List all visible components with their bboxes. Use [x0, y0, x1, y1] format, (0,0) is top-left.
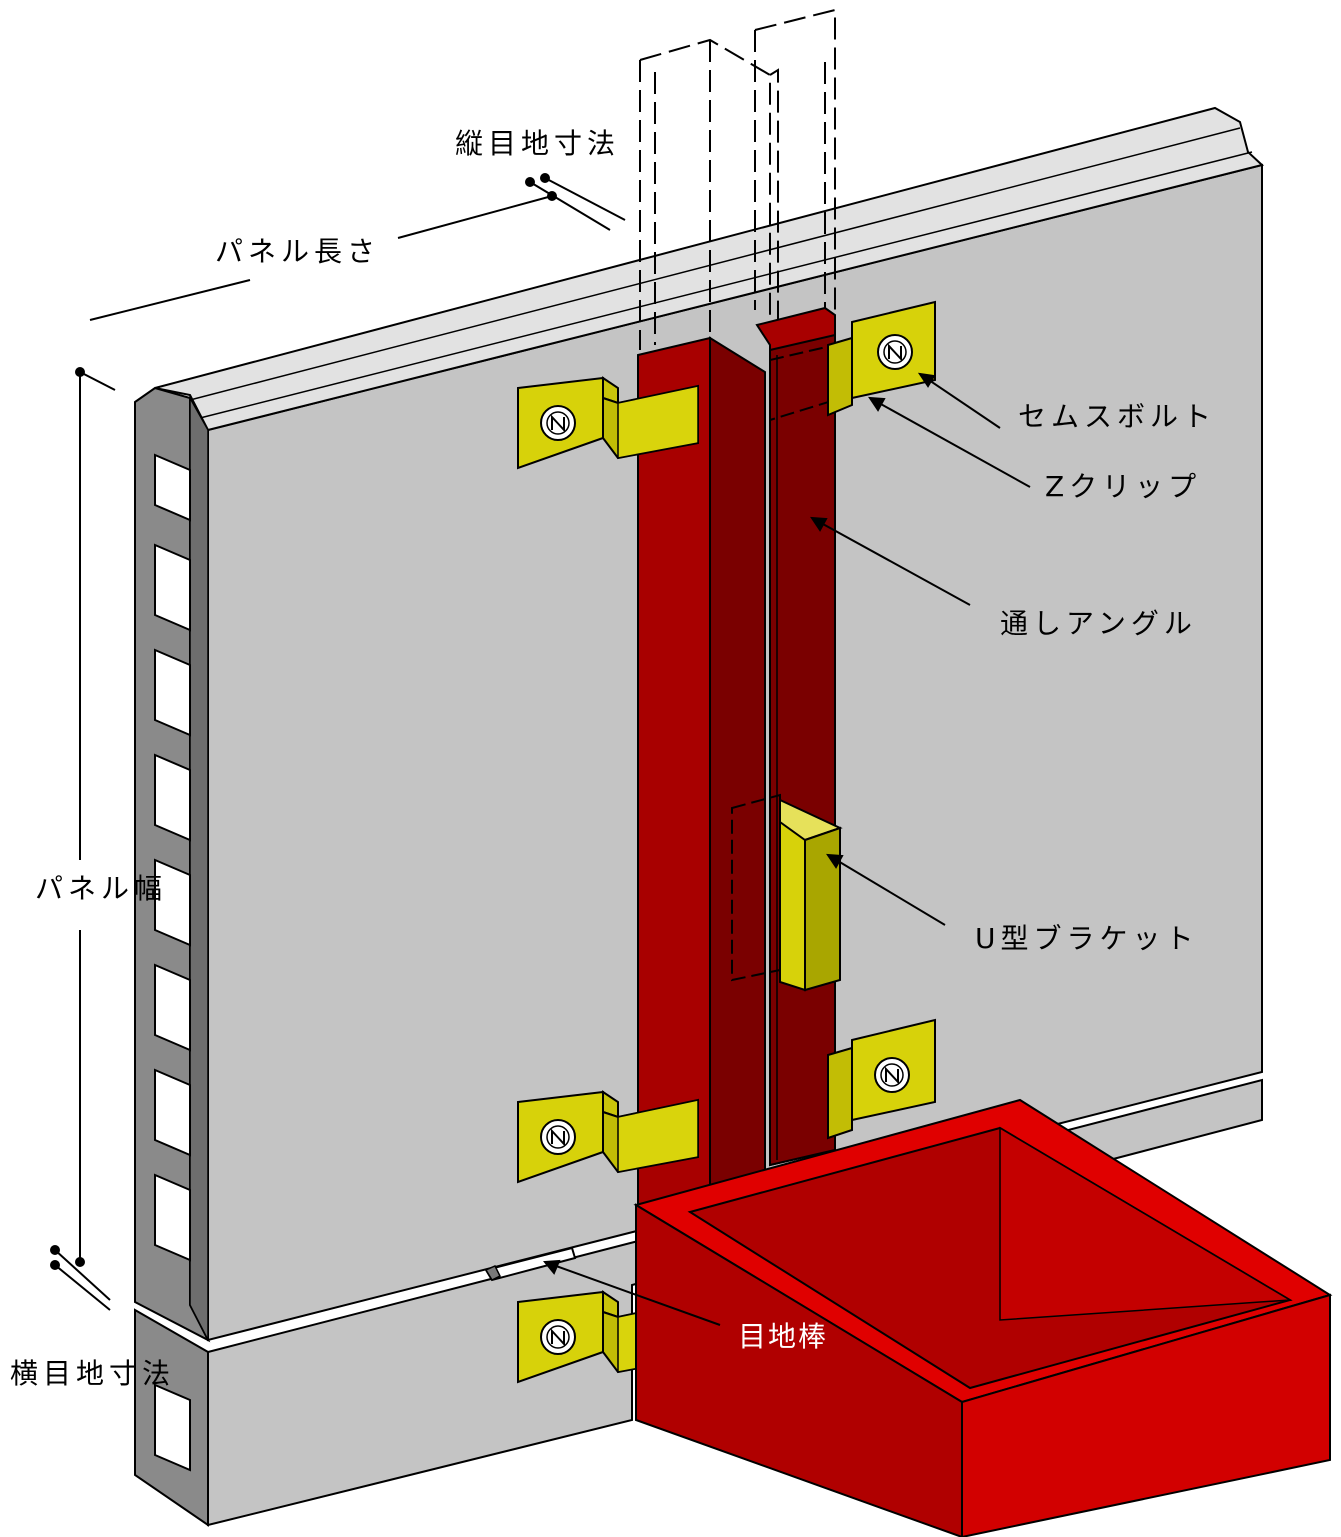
z-clip-upper-right: [769, 300, 936, 422]
lower-panel: [134, 1078, 1263, 1527]
z-clip-label: Zクリップ: [1045, 470, 1202, 503]
hollow-cells: [154, 453, 191, 1262]
vertical-joint-label: 縦目地寸法: [455, 127, 621, 160]
dimension-lines: [50, 173, 626, 1311]
steel-beam: [633, 1098, 1333, 1537]
u-bracket-label: U型ブラケット: [975, 922, 1199, 955]
through-angle-left: [637, 336, 766, 1212]
dashed-columns: [639, 8, 836, 370]
joint-rod-label: 目地棒: [738, 1320, 829, 1353]
panel-length-label: パネル長さ: [215, 235, 381, 268]
z-clip-lower-right: [827, 1018, 936, 1140]
panel-width-label: パネル幅: [35, 872, 168, 905]
u-bracket: [731, 793, 843, 992]
through-angle-label: 通しアングル: [1000, 607, 1197, 640]
horizontal-joint-label: 横目地寸法: [10, 1357, 176, 1390]
sems-bolt-label: セムスボルト: [1018, 400, 1217, 433]
leader-lines: [543, 372, 1031, 1326]
joint-rod: [484, 1246, 577, 1282]
